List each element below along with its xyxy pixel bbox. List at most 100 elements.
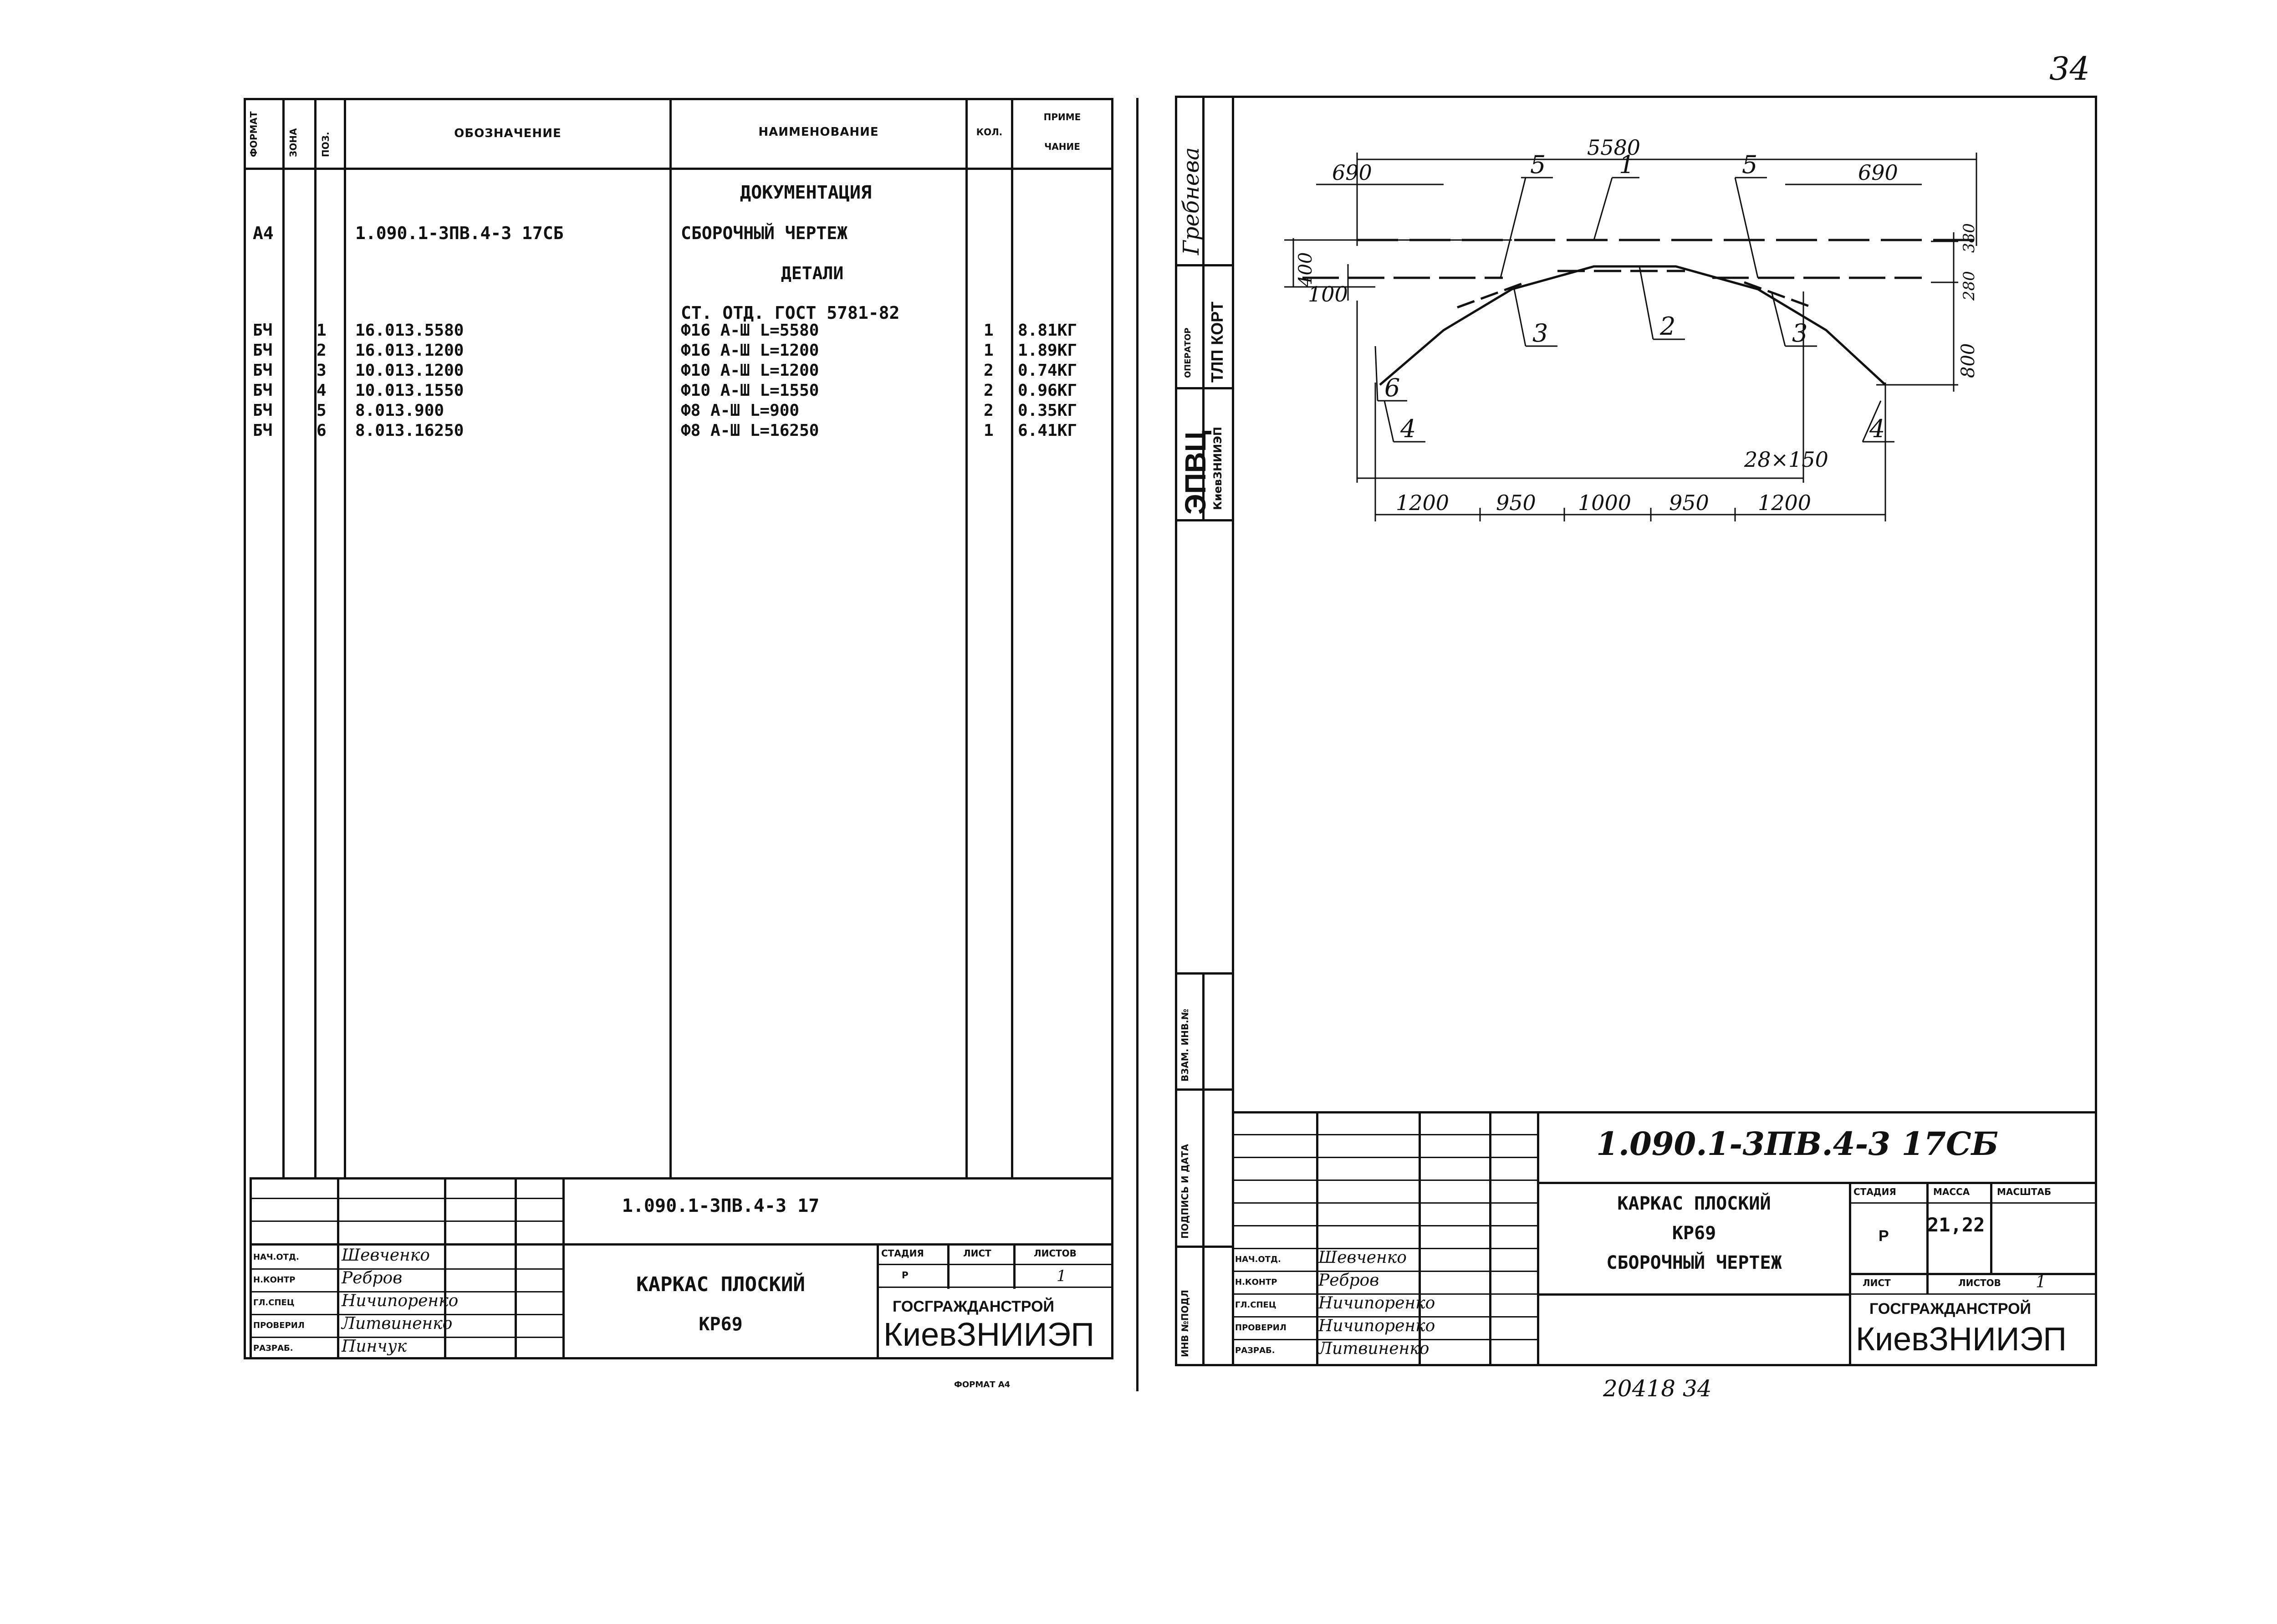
dim-b3: 1000 bbox=[1578, 490, 1631, 515]
dim-overall: 5580 bbox=[1587, 135, 1640, 160]
left-stage: Р bbox=[902, 1270, 909, 1281]
signer-name: Ничипоренко bbox=[1318, 1294, 1435, 1312]
cell-name: Ф8 А-Ш L=900 bbox=[681, 401, 800, 420]
signer-name: Шевченко bbox=[342, 1246, 430, 1265]
callout-4b: 4 bbox=[1869, 414, 1885, 443]
cell-designation: 8.013.16250 bbox=[355, 421, 464, 440]
dim-h280: 280 bbox=[1960, 271, 1978, 301]
role-label: Н.КОНТР bbox=[1235, 1277, 1277, 1287]
left-title-2: КР69 bbox=[699, 1314, 743, 1335]
cell-note: 0.96КГ bbox=[1018, 381, 1077, 400]
right-org: КиевЗНИИЭП bbox=[1856, 1321, 2067, 1358]
header-pos: ПОЗ. bbox=[320, 132, 331, 157]
cell-qty: 2 bbox=[984, 381, 994, 400]
role-label: ПРОВЕРИЛ bbox=[1235, 1323, 1287, 1333]
dim-h800: 800 bbox=[1958, 343, 1979, 378]
role-label: НАЧ.ОТД. bbox=[1235, 1255, 1281, 1264]
page-number: 34 bbox=[2049, 50, 2090, 87]
role-label: Н.КОНТР bbox=[253, 1275, 296, 1285]
right-title-2: КР69 bbox=[1672, 1223, 1716, 1244]
right-stage: Р bbox=[1879, 1227, 1889, 1245]
section-parts: ДЕТАЛИ bbox=[781, 263, 844, 283]
cell-qty: 1 bbox=[984, 341, 994, 360]
cell-pos: 5 bbox=[317, 401, 327, 420]
dim-left-end: 690 bbox=[1332, 160, 1372, 185]
cell-designation: 16.013.1200 bbox=[355, 341, 464, 360]
role-label: РАЗРАБ. bbox=[1235, 1346, 1275, 1355]
cell-note: 0.35КГ bbox=[1018, 401, 1077, 420]
cell-format: БЧ bbox=[253, 421, 273, 440]
header-designation: ОБОЗНАЧЕНИЕ bbox=[454, 127, 562, 140]
right-doc-code: 1.090.1-3ПВ.4-3 17СБ bbox=[1596, 1125, 1999, 1163]
cell-format: БЧ bbox=[253, 381, 273, 400]
cell-qty: 1 bbox=[984, 421, 994, 440]
signer-name: Ничипоренко bbox=[342, 1292, 459, 1310]
format-note: ФОРМАТ А4 bbox=[954, 1380, 1011, 1389]
cell-pos: 6 bbox=[317, 421, 327, 440]
section-docs: ДОКУМЕНТАЦИЯ bbox=[740, 182, 872, 203]
stamp-inv: ИНВ №ПОДЛ bbox=[1179, 1290, 1190, 1357]
cell-format: БЧ bbox=[253, 341, 273, 360]
cell-name: Ф10 А-Ш L=1550 bbox=[681, 381, 819, 400]
cell-designation: 16.013.5580 bbox=[355, 321, 464, 340]
role-label: НАЧ.ОТД. bbox=[253, 1252, 299, 1262]
role-label: ГЛ.СПЕЦ bbox=[253, 1298, 295, 1307]
callout-5b: 5 bbox=[1742, 150, 1757, 179]
role-label: РАЗРАБ. bbox=[253, 1343, 293, 1353]
signer-name: Литвиненко bbox=[1318, 1339, 1430, 1358]
header-note-2: ЧАНИЕ bbox=[1044, 141, 1080, 152]
cell-name: Ф16 А-Ш L=1200 bbox=[681, 341, 819, 360]
stamp-podp: ПОДПИСЬ И ДАТА bbox=[1179, 1144, 1190, 1239]
cell-pos: 3 bbox=[317, 361, 327, 380]
stamp-org-sub: КиевЗНИИЭП bbox=[1211, 427, 1224, 510]
dim-b2: 950 bbox=[1496, 490, 1536, 515]
signer-name: Пинчук bbox=[342, 1337, 407, 1356]
stamp-operator: ТЛП КОРТ bbox=[1208, 301, 1226, 383]
doc-name: СБОРОЧНЫЙ ЧЕРТЕЖ bbox=[681, 223, 848, 243]
dim-b1: 1200 bbox=[1396, 490, 1449, 515]
dim-b4: 950 bbox=[1669, 490, 1709, 515]
signer-name: Ребров bbox=[342, 1269, 403, 1287]
cell-qty: 2 bbox=[984, 361, 994, 380]
cell-designation: 10.013.1200 bbox=[355, 361, 464, 380]
fold-line bbox=[1136, 98, 1138, 1391]
bottom-note: 20418 34 bbox=[1603, 1375, 1712, 1402]
cell-name: Ф10 А-Ш L=1200 bbox=[681, 361, 819, 380]
right-title-1: КАРКАС ПЛОСКИЙ bbox=[1617, 1193, 1771, 1214]
cell-designation: 10.013.1550 bbox=[355, 381, 464, 400]
material-note: СТ. ОТД. ГОСТ 5781-82 bbox=[681, 303, 900, 323]
signer-name: Литвиненко bbox=[342, 1314, 453, 1333]
right-title-3: СБОРОЧНЫЙ ЧЕРТЕЖ bbox=[1606, 1252, 1782, 1273]
cell-note: 6.41КГ bbox=[1018, 421, 1077, 440]
left-sheets-label: ЛИСТОВ bbox=[1034, 1248, 1077, 1259]
cell-format: БЧ bbox=[253, 401, 273, 420]
doc-format: А4 bbox=[253, 223, 274, 243]
frame-drawing: 5580 690 690 28×150 1200 950 1000 950 12… bbox=[1284, 135, 1979, 521]
right-mass: 21,22 bbox=[1927, 1214, 1985, 1236]
left-sheet-label: ЛИСТ bbox=[963, 1248, 991, 1259]
cell-designation: 8.013.900 bbox=[355, 401, 444, 420]
right-scale-label: МАСШТАБ bbox=[1997, 1186, 2052, 1197]
callout-1: 1 bbox=[1619, 150, 1634, 179]
left-sheets: 1 bbox=[1057, 1267, 1067, 1285]
dim-h380: 380 bbox=[1960, 223, 1978, 253]
right-stage-label: СТАДИЯ bbox=[1853, 1186, 1896, 1197]
left-org-top: ГОСГРАЖДАНСТРОЙ bbox=[893, 1298, 1054, 1315]
header-qty: КОЛ. bbox=[976, 127, 1003, 138]
cell-format: БЧ bbox=[253, 361, 273, 380]
cell-format: БЧ bbox=[253, 321, 273, 340]
dim-h100: 100 bbox=[1308, 282, 1348, 306]
callout-4a: 4 bbox=[1400, 414, 1416, 443]
right-mass-label: МАССА bbox=[1933, 1186, 1970, 1197]
doc-designation: 1.090.1-3ПВ.4-3 17СБ bbox=[355, 223, 564, 243]
callout-5a: 5 bbox=[1530, 150, 1546, 179]
role-label: ГЛ.СПЕЦ bbox=[1235, 1300, 1276, 1310]
header-format: ФОРМАТ bbox=[248, 111, 259, 157]
header-name: НАИМЕНОВАНИЕ bbox=[758, 125, 879, 139]
cell-pos: 4 bbox=[317, 381, 327, 400]
header-note-1: ПРИМЕ bbox=[1043, 112, 1081, 123]
right-sheets-label: ЛИСТОВ bbox=[1958, 1277, 2001, 1288]
left-title-1: КАРКАС ПЛОСКИЙ bbox=[636, 1273, 805, 1296]
cell-qty: 2 bbox=[984, 401, 994, 420]
cell-name: Ф16 А-Ш L=5580 bbox=[681, 321, 819, 340]
